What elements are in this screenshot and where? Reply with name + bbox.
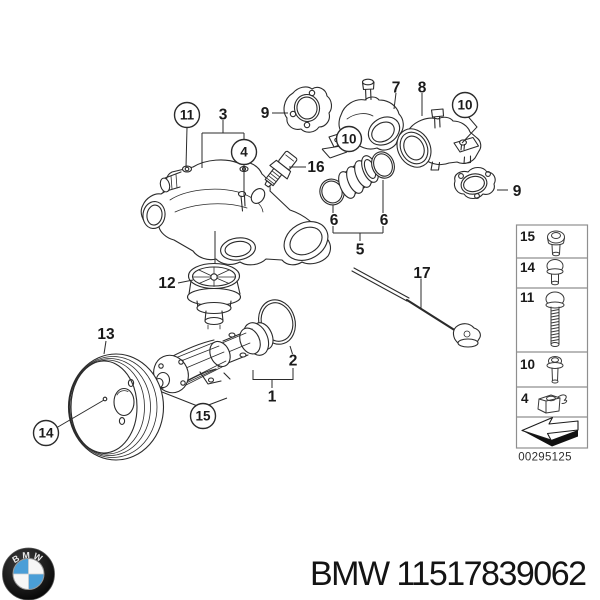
legend-row-15-num: 15 — [520, 229, 536, 244]
part-pulley — [67, 353, 165, 461]
part-gasket-left — [283, 86, 332, 133]
callout-9-right: 9 — [513, 183, 522, 200]
part-sensor-cable — [351, 267, 481, 348]
part-number-text: BMW 11517839062 — [310, 555, 587, 593]
part-thermostat — [186, 231, 242, 330]
hose-fitting — [159, 171, 182, 193]
callout-6-left: 6 — [330, 212, 339, 229]
dome-head-bolt-icon — [546, 259, 564, 286]
footer-part-number: BMW 11517839062 — [310, 555, 587, 593]
long-threaded-bolt-icon — [545, 291, 565, 347]
legend-row-11-num: 11 — [520, 290, 535, 305]
roundel-quadrants — [12, 558, 45, 590]
callout-5: 5 — [356, 242, 365, 259]
callout-3: 3 — [219, 107, 228, 124]
callout-1: 1 — [268, 389, 277, 406]
callout-12: 12 — [158, 275, 175, 292]
callout-leader-lines — [56, 92, 508, 428]
callout-14: 14 — [38, 426, 54, 441]
bmw-logo: BMW — [2, 547, 55, 600]
callout-2: 2 — [289, 353, 298, 370]
callout-17: 17 — [413, 265, 430, 282]
callout-8: 8 — [418, 80, 427, 97]
part-water-pump — [153, 322, 274, 394]
callout-10-pipe: 10 — [457, 98, 472, 113]
part-sleeve-and-orings — [319, 151, 395, 206]
part-gasket-right — [453, 166, 496, 200]
part-connection-pipe-8 — [396, 108, 482, 171]
thermostat-spokes — [192, 267, 236, 287]
callout-labels: 11 3 9 7 8 10 10 4 16 9 6 6 5 17 12 13 2… — [32, 80, 522, 447]
pump-cone-ribs — [168, 341, 227, 392]
fastener-legend-table: 15 14 11 10 — [515, 224, 589, 464]
callout-15: 15 — [195, 409, 211, 424]
direction-arrow-icon — [521, 416, 579, 447]
callout-4: 4 — [240, 145, 248, 160]
callout-16: 16 — [307, 159, 325, 176]
pipe8-flange-bolt — [453, 136, 480, 153]
pipe7-stud — [361, 78, 375, 101]
diagram-code: 00295125 — [518, 452, 572, 464]
part-temperature-sensor — [264, 150, 298, 188]
legend-row-10-num: 10 — [520, 357, 535, 372]
callout-9-left: 9 — [261, 105, 270, 122]
callout-13: 13 — [97, 326, 115, 343]
flange-bolt-icon — [546, 356, 564, 384]
callout-7: 7 — [392, 80, 401, 97]
hex-socket-bolt-icon — [547, 230, 565, 257]
part-thermostat-housing — [140, 159, 331, 266]
callout-10-flange: 10 — [341, 132, 356, 147]
callout-6-right: 6 — [380, 212, 389, 229]
clip-icon — [537, 394, 568, 414]
legend-row-4-num: 4 — [521, 391, 529, 406]
callout-11: 11 — [180, 108, 195, 123]
legend-row-14-num: 14 — [520, 260, 536, 275]
pipe8-stud — [430, 108, 445, 129]
